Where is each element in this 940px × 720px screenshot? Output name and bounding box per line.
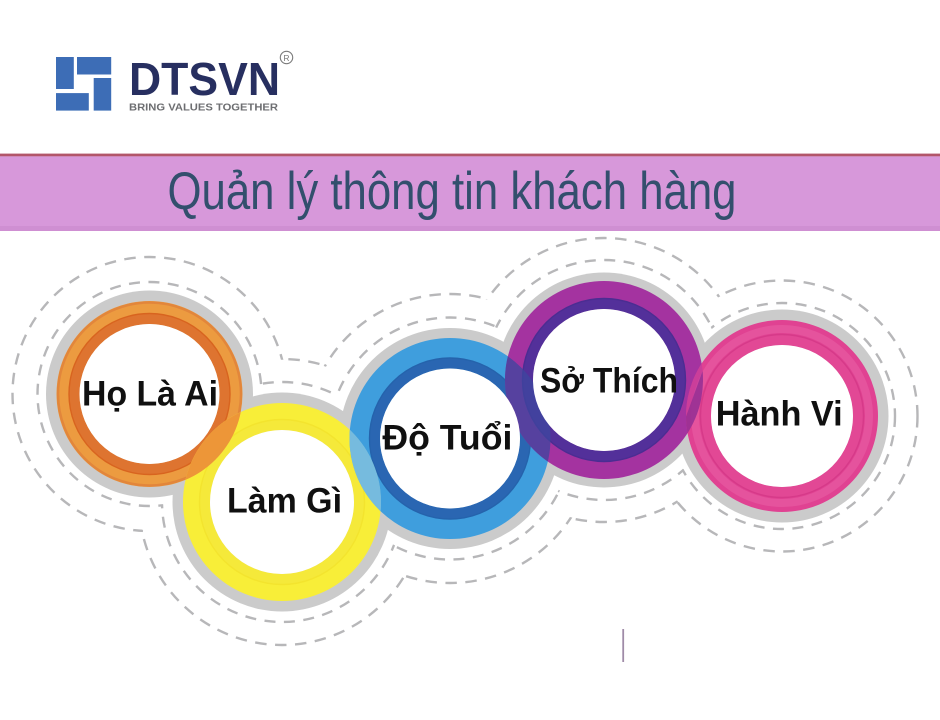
svg-text:DTSVN: DTSVN [129,53,280,105]
svg-text:Làm Gì: Làm Gì [227,482,342,521]
svg-text:Quản lý thông tin khách hàng: Quản lý thông tin khách hàng [168,162,737,221]
svg-text:Độ Tuổi: Độ Tuổi [382,419,512,458]
svg-text:Họ Là Ai: Họ Là Ai [82,375,218,414]
svg-text:Sở Thích: Sở Thích [540,362,678,401]
svg-text:BRING VALUES TOGETHER: BRING VALUES TOGETHER [129,102,278,114]
svg-text:R: R [283,53,289,63]
svg-text:Hành Vi: Hành Vi [716,395,843,434]
